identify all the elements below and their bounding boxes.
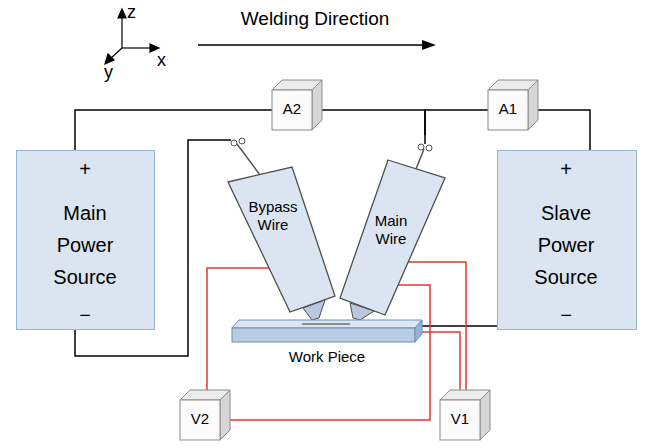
workpiece-side bbox=[415, 320, 422, 342]
meter-name: A2 bbox=[272, 100, 312, 118]
wire-feed-roller bbox=[426, 145, 432, 151]
workpiece-front bbox=[232, 328, 415, 342]
main-torch: Main Wire bbox=[338, 135, 453, 320]
wire-lead bbox=[424, 135, 426, 144]
meter-box: A2 bbox=[272, 80, 322, 130]
torch-body bbox=[340, 160, 445, 315]
voltage-lead bbox=[422, 332, 460, 390]
z-arrowhead bbox=[118, 9, 126, 18]
meter-name: V2 bbox=[180, 410, 220, 428]
axis-label: x bbox=[157, 50, 166, 71]
cube-side bbox=[480, 390, 490, 440]
power-cable bbox=[322, 110, 425, 135]
power-cable bbox=[425, 110, 488, 135]
voltage-lead bbox=[230, 285, 430, 420]
meter-box: A1 bbox=[488, 80, 538, 130]
torch-neck bbox=[237, 144, 260, 175]
cube-front bbox=[440, 400, 480, 440]
cube-side bbox=[528, 80, 538, 130]
cube-side bbox=[220, 390, 230, 440]
axis-label: z bbox=[127, 2, 136, 23]
voltage-lead bbox=[408, 262, 466, 390]
direction-line bbox=[198, 44, 424, 46]
cube-front bbox=[488, 90, 528, 130]
weld-bead bbox=[302, 323, 350, 325]
axis-label: y bbox=[104, 62, 113, 83]
direction-arrowhead bbox=[422, 40, 436, 50]
cube-front bbox=[180, 400, 220, 440]
wire-feed-roller bbox=[239, 138, 245, 144]
workpiece-top bbox=[232, 320, 422, 328]
power-source-name: Slave Power Source bbox=[525, 197, 607, 293]
welding-direction-arrow bbox=[198, 40, 436, 50]
meter-name: A1 bbox=[488, 100, 528, 118]
wire-feed-roller bbox=[418, 144, 424, 150]
power-source-box: + Slave Power Source − bbox=[497, 150, 637, 330]
torch-nozzle bbox=[350, 303, 374, 320]
z-axis bbox=[121, 16, 122, 48]
power-cable bbox=[75, 110, 272, 150]
direction-label: Welding Direction bbox=[195, 8, 435, 30]
meter-name: V1 bbox=[440, 410, 480, 428]
torch-body bbox=[228, 167, 335, 312]
terminal-sign: + bbox=[498, 157, 634, 181]
power-cable bbox=[538, 110, 590, 150]
wire-lead bbox=[215, 139, 231, 141]
work-piece: Work Piece bbox=[232, 320, 422, 370]
bypass-torch: Bypass Wire bbox=[215, 135, 337, 320]
meter-box: V2 bbox=[180, 390, 230, 440]
torch-neck bbox=[416, 149, 424, 169]
work-piece-name: Work Piece bbox=[232, 348, 422, 366]
torch-nozzle bbox=[303, 300, 325, 320]
terminal-sign: + bbox=[17, 157, 153, 181]
x-axis bbox=[122, 47, 152, 48]
power-cable bbox=[422, 325, 497, 327]
power-source-name: Main Power Source bbox=[44, 197, 126, 293]
wire-feed-roller bbox=[231, 140, 237, 146]
cube-front bbox=[272, 90, 312, 130]
terminal-sign: − bbox=[498, 303, 634, 327]
torch-name: Bypass Wire bbox=[244, 198, 302, 234]
power-source-box: + Main Power Source − bbox=[16, 150, 155, 330]
meter-box: V1 bbox=[440, 390, 490, 440]
terminal-sign: − bbox=[17, 303, 153, 327]
cube-side bbox=[312, 80, 322, 130]
torch-name: Main Wire bbox=[368, 212, 414, 248]
